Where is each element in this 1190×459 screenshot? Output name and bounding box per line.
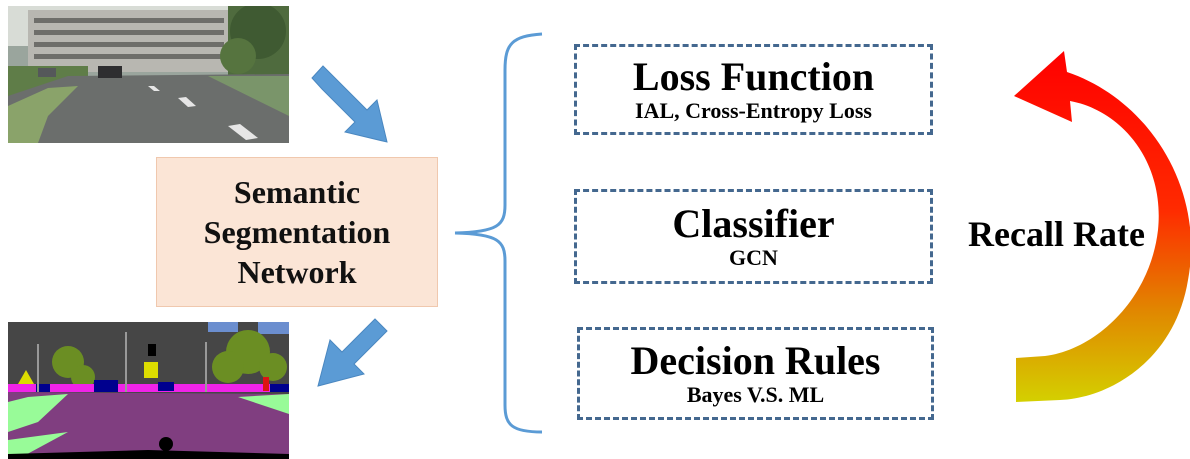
- recall-curved-arrow-icon: [1014, 51, 1190, 402]
- classifier-box: Classifier GCN: [574, 189, 933, 284]
- classifier-subtitle: GCN: [729, 244, 778, 270]
- input-street-photo: [8, 6, 289, 143]
- semantic-segmentation-network-box: Semantic Segmentation Network: [156, 157, 438, 307]
- network-label-line1: Semantic: [233, 174, 361, 210]
- decision-rules-box: Decision Rules Bayes V.S. ML: [577, 327, 934, 420]
- arrow-photo-to-network-icon: [311, 65, 388, 143]
- classifier-title: Classifier: [672, 200, 835, 246]
- output-segmentation-map: [8, 322, 289, 459]
- loss-function-subtitle: IAL, Cross-Entropy Loss: [635, 97, 872, 123]
- network-label-line3: Network: [237, 254, 357, 290]
- curly-brace-icon: [454, 32, 543, 434]
- loss-function-box: Loss Function IAL, Cross-Entropy Loss: [574, 44, 933, 135]
- network-label-line2: Segmentation: [203, 214, 391, 250]
- decision-rules-title: Decision Rules: [630, 337, 881, 383]
- arrow-network-to-segmap-icon: [317, 318, 388, 387]
- loss-function-title: Loss Function: [632, 53, 875, 99]
- recall-rate-label: Recall Rate: [968, 214, 1145, 254]
- decision-rules-subtitle: Bayes V.S. ML: [686, 381, 825, 407]
